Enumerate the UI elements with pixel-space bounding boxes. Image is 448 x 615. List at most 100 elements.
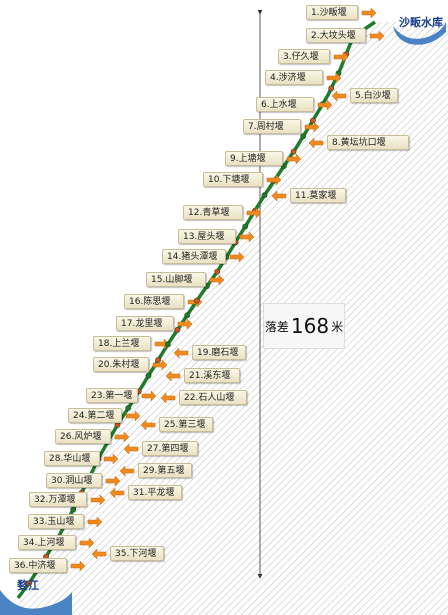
weir-marker-25 (125, 405, 132, 411)
weir-label-text: 30.洞山堰 (51, 476, 93, 486)
weir-arrow-6 (317, 99, 333, 111)
weir-marker-11 (261, 192, 268, 199)
weir-label-6: 6.上水堰 (256, 97, 314, 112)
weir-label-text: 29.第五堰 (143, 466, 185, 476)
weir-label-16: 16.陈思堰 (124, 294, 184, 309)
weir-label-18: 18.上兰堰 (93, 336, 151, 351)
river-label: 婺江 (17, 579, 39, 592)
weir-arrow-31 (109, 487, 125, 499)
weir-marker-6 (309, 117, 316, 124)
weir-marker-36 (26, 580, 32, 587)
weir-marker-13 (242, 223, 249, 230)
weir-label-15: 15.山脚堰 (146, 272, 206, 287)
weir-label-35: 35.下河堰 (110, 546, 164, 561)
weir-marker-23 (145, 372, 152, 379)
weir-label-text: 8.黄坛坑口堰 (332, 138, 386, 148)
weir-marker-21 (164, 341, 171, 348)
weir-label-text: 16.陈思堰 (129, 297, 171, 307)
reservoir-label: 沙畈水库 (399, 16, 443, 29)
weir-label-text: 15.山脚堰 (151, 275, 193, 285)
weir-arrow-2 (369, 30, 385, 42)
elevation-drop-box: 落差 168 米 (263, 303, 345, 349)
weir-label-23: 23.第一堰 (86, 388, 138, 403)
weir-marker-19 (184, 312, 191, 319)
weir-label-text: 23.第一堰 (91, 391, 133, 401)
weir-arrow-12 (246, 207, 262, 219)
weir-label-text: 10.下塘堰 (208, 175, 250, 185)
weir-label-text: 5.白沙堰 (355, 91, 391, 101)
weir-arrow-1 (361, 7, 377, 19)
elevation-drop-value: 168 (290, 314, 330, 338)
weir-arrow-10 (266, 174, 282, 186)
weir-label-4: 4.涉济堰 (265, 70, 323, 85)
weir-label-30: 30.洞山堰 (46, 473, 102, 488)
weir-label-5: 5.白沙堰 (350, 88, 398, 103)
weir-arrow-5 (331, 90, 347, 102)
weir-arrow-20 (152, 359, 168, 371)
weir-arrow-15 (209, 274, 225, 286)
weir-marker-8 (290, 148, 297, 155)
weir-label-text: 9.上塘堰 (230, 154, 266, 164)
weir-label-text: 7.周村堰 (248, 122, 284, 132)
weir-label-32: 32.万潭堰 (29, 492, 87, 507)
weir-label-14: 14.猪头潭堰 (162, 249, 226, 264)
weir-label-text: 6.上水堰 (261, 100, 297, 110)
weir-label-31: 31.平龙堰 (128, 485, 182, 500)
river-water (0, 590, 72, 615)
weir-label-10: 10.下塘堰 (203, 172, 263, 187)
weir-arrow-29 (119, 465, 135, 477)
weir-label-text: 27.第四堰 (147, 444, 189, 454)
weir-label-29: 29.第五堰 (138, 463, 192, 478)
weir-label-text: 2.大坟头堰 (311, 31, 356, 41)
weir-arrow-8 (308, 137, 324, 149)
weir-arrow-7 (304, 121, 320, 133)
weir-marker-16 (214, 268, 221, 275)
weir-label-text: 26.风炉堰 (60, 432, 102, 442)
weir-arrow-24 (125, 410, 141, 422)
weir-label-text: 25.第三堰 (164, 420, 206, 430)
weir-marker-22 (155, 357, 161, 363)
weir-arrow-23 (141, 390, 157, 402)
weir-arrow-3 (333, 51, 349, 63)
weir-label-22: 22.石人山堰 (179, 390, 247, 405)
weir-label-20: 20.朱村堰 (93, 357, 149, 372)
weir-label-13: 13.屋头堰 (178, 229, 236, 244)
weir-label-text: 19.磨石堰 (197, 348, 239, 358)
weir-label-11: 11.莫家堰 (290, 188, 346, 203)
weir-label-27: 27.第四堰 (142, 441, 198, 456)
weir-arrow-28 (103, 453, 119, 465)
weir-label-text: 4.涉济堰 (270, 73, 306, 83)
weir-arrow-32 (90, 494, 106, 506)
weir-arrow-22 (160, 392, 176, 404)
weir-label-text: 34.上河堰 (23, 538, 65, 548)
weir-label-24: 24.第二堰 (68, 408, 122, 423)
weir-arrow-34 (79, 537, 95, 549)
weir-arrow-26 (114, 431, 130, 443)
weir-marker-4 (328, 85, 335, 92)
weir-label-text: 12.青草堰 (188, 208, 230, 218)
weir-label-9: 9.上塘堰 (225, 151, 283, 166)
weir-label-36: 36.中济堰 (9, 558, 67, 573)
weir-label-7: 7.周村堰 (243, 119, 301, 134)
hillside-hatching (18, 22, 448, 615)
elevation-drop-prefix: 落差 (264, 319, 289, 334)
weir-arrow-17 (177, 318, 193, 330)
weir-label-text: 36.中济堰 (14, 561, 56, 571)
weir-label-17: 17.龙里堰 (116, 316, 174, 331)
weir-label-8: 8.黄坛坑口堰 (327, 135, 409, 150)
weir-arrow-36 (70, 560, 86, 572)
weir-marker-7 (300, 133, 307, 140)
weir-arrow-35 (91, 548, 107, 560)
weir-label-2: 2.大坟头堰 (306, 28, 366, 43)
weir-arrow-25 (140, 419, 156, 431)
weir-label-text: 14.猪头潭堰 (167, 252, 218, 262)
reservoir-water (393, 22, 446, 45)
weir-label-text: 32.万潭堰 (34, 495, 76, 505)
weir-arrow-21 (165, 370, 181, 382)
elevation-drop-unit: 米 (331, 319, 344, 334)
weir-label-text: 11.莫家堰 (295, 191, 337, 201)
weir-label-text: 21.溪东堰 (189, 371, 231, 381)
weir-label-text: 22.石人山堰 (184, 393, 235, 403)
weir-arrow-11 (271, 190, 287, 202)
